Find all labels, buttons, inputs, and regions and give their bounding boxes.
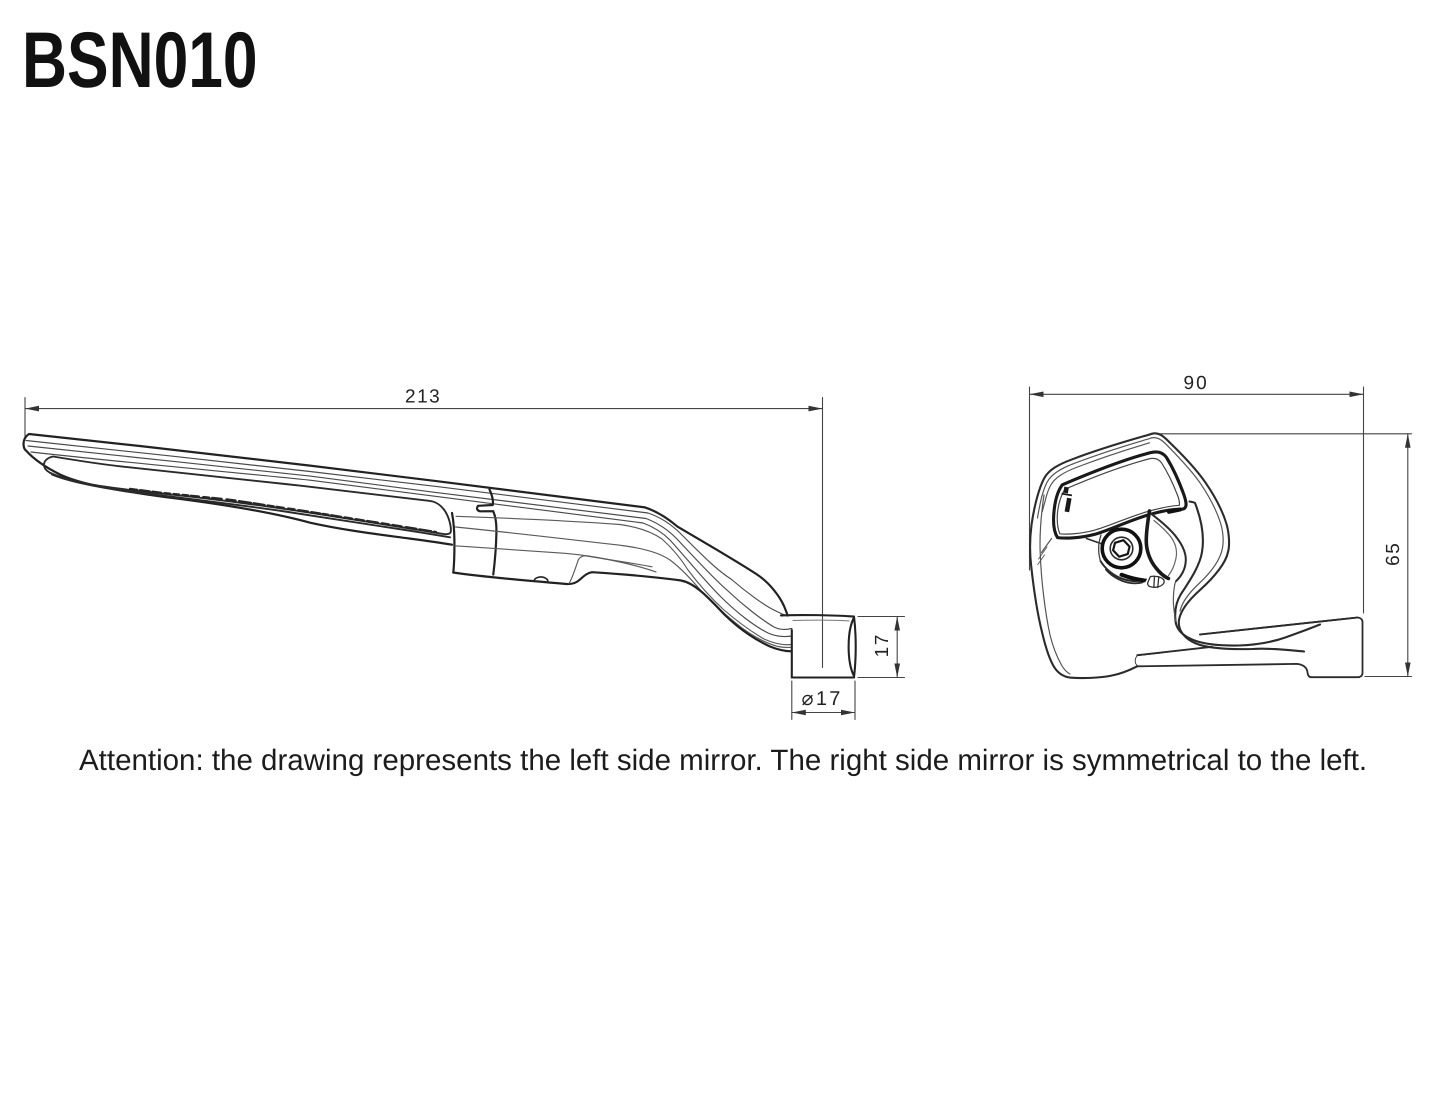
svg-text:17: 17	[872, 633, 893, 657]
svg-text:213: 213	[405, 386, 441, 407]
svg-text:90: 90	[1184, 373, 1209, 394]
svg-text:65: 65	[1383, 542, 1404, 566]
svg-text:⌀17: ⌀17	[802, 688, 843, 710]
